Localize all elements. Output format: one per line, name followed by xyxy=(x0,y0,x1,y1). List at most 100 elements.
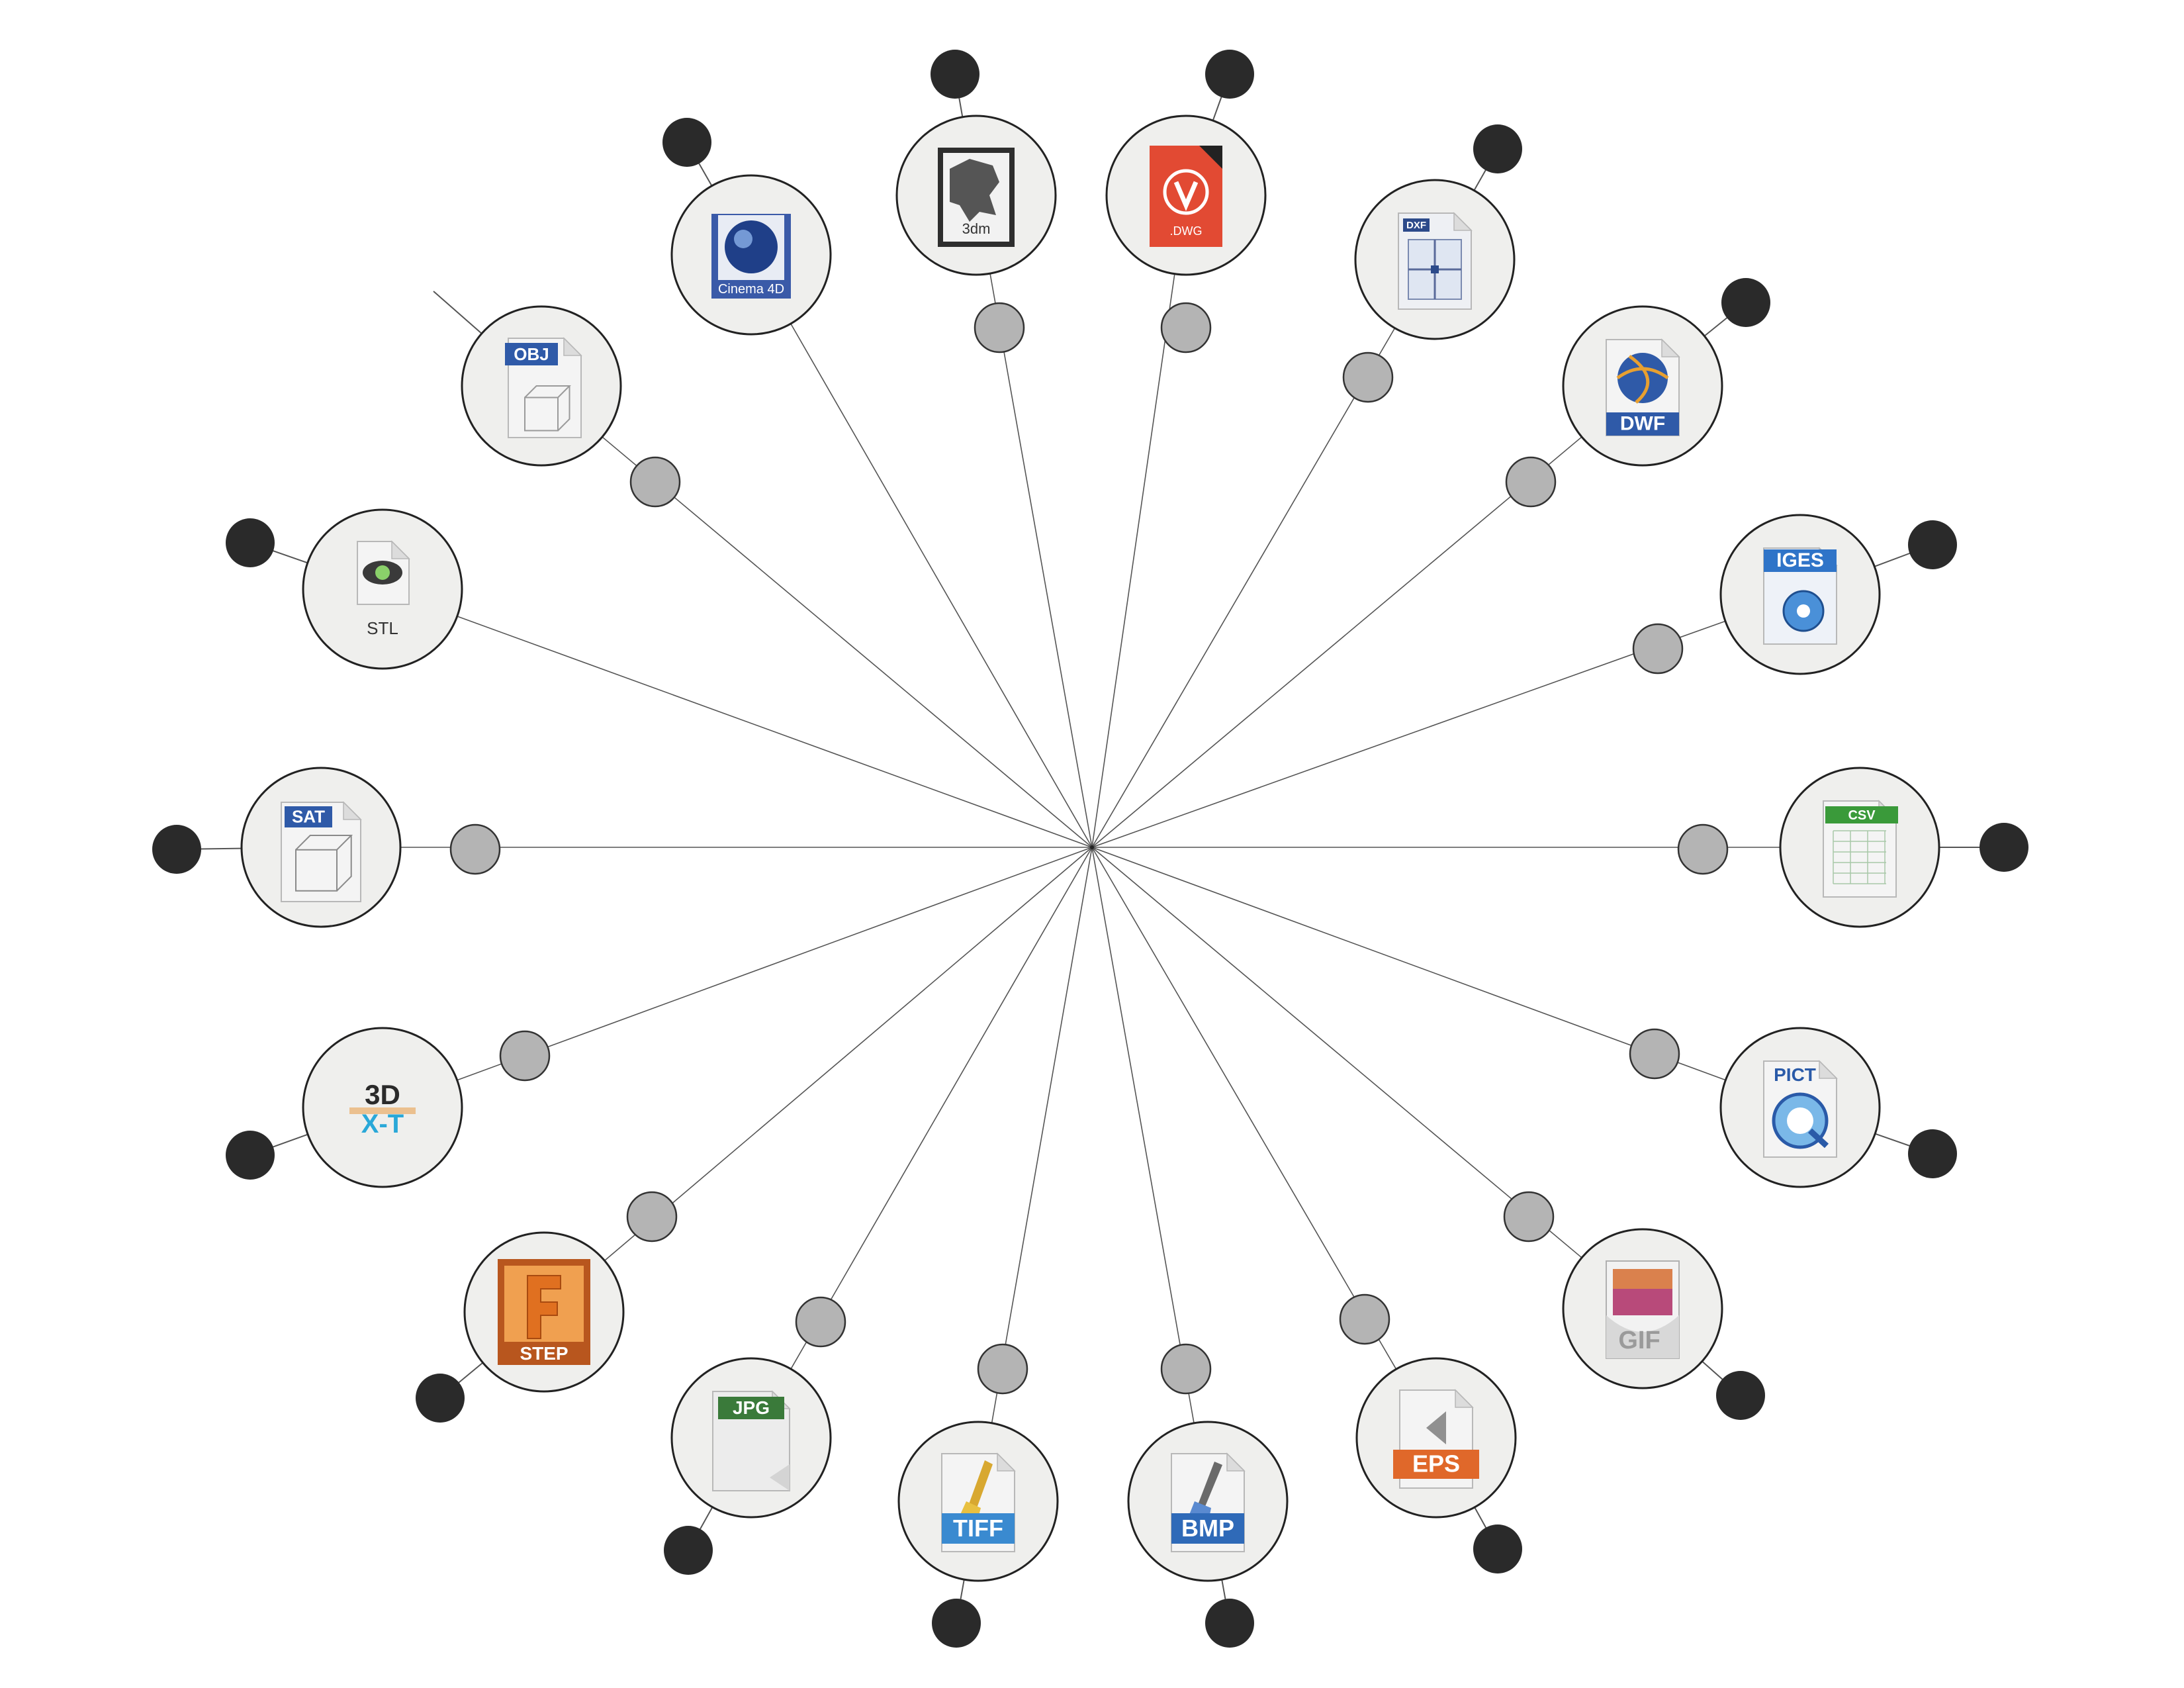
page-fold xyxy=(1453,212,1473,231)
format-node-gif[interactable]: GIF xyxy=(1562,1228,1723,1389)
output-port-stl[interactable] xyxy=(226,518,275,567)
input-port-iges[interactable] xyxy=(1632,623,1684,675)
format-tag-text: BMP xyxy=(1181,1515,1234,1542)
input-port-tiff[interactable] xyxy=(977,1343,1028,1395)
format-node-pict[interactable]: PICT xyxy=(1719,1027,1881,1188)
output-port-bmp[interactable] xyxy=(1205,1599,1254,1648)
input-port-jpg[interactable] xyxy=(795,1296,846,1348)
jpg-curl xyxy=(770,1464,790,1491)
dwg-corner xyxy=(1199,146,1222,169)
spoke-obj xyxy=(602,436,1093,848)
format-tag-text: CSV xyxy=(1848,808,1876,823)
format-tag-text: DWF xyxy=(1620,413,1665,435)
format-node-stl[interactable]: STL xyxy=(302,508,463,670)
input-port-dwg[interactable] xyxy=(1160,302,1212,353)
spoke-dwg xyxy=(1091,273,1175,848)
input-port-dwf[interactable] xyxy=(1505,456,1557,508)
step-file-icon: STEP xyxy=(498,1259,590,1365)
format-tag-text: EPS xyxy=(1412,1450,1460,1477)
output-port-dwg[interactable] xyxy=(1205,50,1254,99)
format-tag xyxy=(505,343,558,365)
format-tag xyxy=(1393,1450,1479,1479)
output-port-tiff[interactable] xyxy=(932,1599,981,1648)
format-node-eps[interactable]: EPS xyxy=(1355,1357,1517,1519)
format-tag xyxy=(718,1397,784,1419)
format-node-cinema4d[interactable]: Cinema 4D xyxy=(670,174,832,336)
format-node-step[interactable]: STEP xyxy=(463,1231,625,1393)
output-port-dwf[interactable] xyxy=(1721,278,1770,327)
output-port-iges[interactable] xyxy=(1908,520,1957,569)
input-port-dxf[interactable] xyxy=(1342,352,1394,403)
iges-file-icon: IGES xyxy=(1763,547,1838,645)
format-node-csv[interactable]: CSV xyxy=(1779,767,1940,928)
pict-q-center xyxy=(1787,1107,1813,1134)
input-port-pict[interactable] xyxy=(1629,1028,1680,1080)
eps-file-icon: EPS xyxy=(1393,1389,1479,1489)
c4d-sphere xyxy=(725,220,778,273)
format-tag xyxy=(1403,218,1430,232)
input-port-obj[interactable] xyxy=(629,456,681,508)
output-port-step[interactable] xyxy=(416,1374,465,1423)
format-tag xyxy=(1171,1513,1244,1544)
output-port-jpg[interactable] xyxy=(664,1526,713,1575)
spoke-dxf xyxy=(1091,328,1396,848)
spoke-tiff xyxy=(991,847,1093,1423)
format-node-obj[interactable]: OBJ xyxy=(461,305,622,467)
input-port-xt[interactable] xyxy=(499,1030,551,1082)
pict-q-tail xyxy=(1807,1128,1829,1149)
page-fold xyxy=(563,337,582,356)
format-node-sat[interactable]: SAT xyxy=(240,767,402,928)
format-node-dwg[interactable]: .DWG xyxy=(1105,115,1267,276)
stl-file-icon: STL xyxy=(357,540,410,638)
input-port-3dm[interactable] xyxy=(974,302,1025,353)
bmp-brush xyxy=(1198,1462,1222,1508)
dwg-v xyxy=(1173,181,1199,211)
format-node-dxf[interactable]: DXF xyxy=(1354,179,1516,340)
spoke-pict xyxy=(1091,847,1726,1081)
output-port-pict[interactable] xyxy=(1908,1129,1957,1178)
stl-iris xyxy=(375,565,390,580)
output-port-dxf[interactable] xyxy=(1473,124,1522,173)
c4d-highlight xyxy=(734,230,752,248)
xt-file-icon: 3DX-T xyxy=(349,1079,416,1139)
input-port-gif[interactable] xyxy=(1503,1191,1555,1243)
input-port-step[interactable] xyxy=(626,1191,678,1243)
format-node-bmp[interactable]: BMP xyxy=(1127,1421,1289,1582)
obj-file-icon: OBJ xyxy=(505,337,582,438)
page-fold xyxy=(391,540,410,559)
tiff-brush xyxy=(969,1460,993,1508)
input-port-csv[interactable] xyxy=(1677,823,1729,875)
format-node-3dm[interactable]: 3dm xyxy=(895,115,1057,276)
hub-center xyxy=(1090,845,1094,849)
icon-caption: STEP xyxy=(520,1343,568,1364)
icon-caption: Cinema 4D xyxy=(718,282,784,297)
output-port-cinema4d[interactable] xyxy=(662,118,711,167)
spoke-iges xyxy=(1091,620,1726,848)
format-node-jpg[interactable]: JPG xyxy=(670,1357,832,1519)
dxf-point xyxy=(1431,265,1439,273)
iges-center xyxy=(1797,604,1810,618)
output-port-gif[interactable] xyxy=(1716,1371,1765,1420)
input-port-eps[interactable] xyxy=(1339,1293,1390,1345)
output-port-eps[interactable] xyxy=(1473,1524,1522,1573)
dwf-file-icon: DWF xyxy=(1606,338,1680,436)
jpg-file-icon: JPG xyxy=(712,1390,791,1491)
spoke-dwf xyxy=(1091,436,1582,848)
input-port-sat[interactable] xyxy=(449,823,501,875)
format-node-dwf[interactable]: DWF xyxy=(1562,305,1723,467)
gif-file-icon: GIF xyxy=(1606,1260,1680,1359)
format-node-xt[interactable]: 3DX-T xyxy=(302,1027,463,1188)
format-node-tiff[interactable]: TIFF xyxy=(897,1421,1059,1582)
output-port-xt[interactable] xyxy=(226,1131,275,1180)
cube-glyph xyxy=(295,835,353,892)
page-fold xyxy=(997,1452,1016,1472)
input-port-bmp[interactable] xyxy=(1160,1343,1212,1395)
icon-caption: X-T xyxy=(361,1109,404,1139)
page-fold xyxy=(343,801,362,820)
output-port-3dm[interactable] xyxy=(931,50,979,99)
output-port-csv[interactable] xyxy=(1979,823,2028,872)
icon-caption: STL xyxy=(367,618,398,638)
output-port-sat[interactable] xyxy=(152,825,201,874)
format-node-iges[interactable]: IGES xyxy=(1719,514,1881,675)
